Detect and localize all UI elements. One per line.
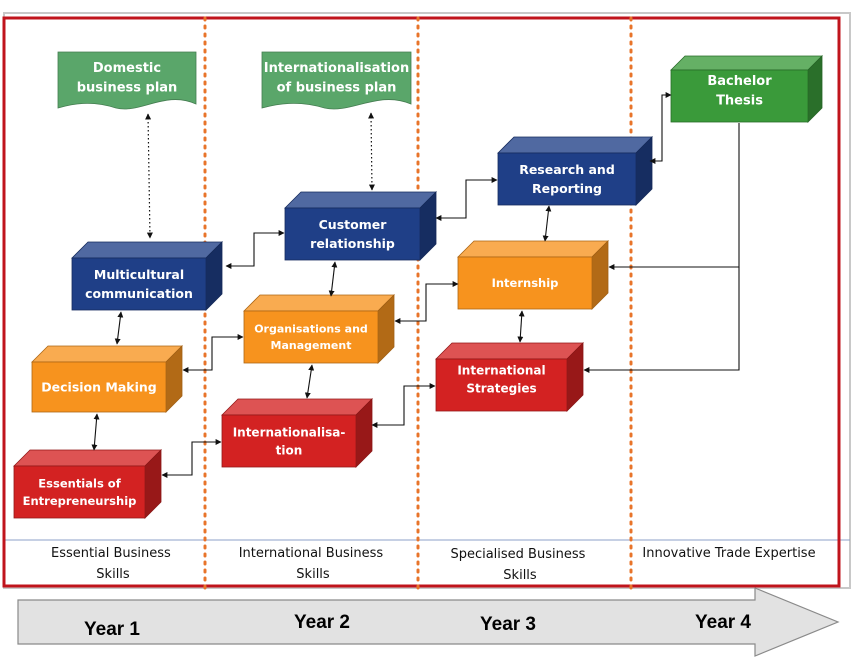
link-essentials-internationalisation: [161, 439, 222, 478]
column-dividers: [203, 16, 633, 590]
link-customer-research: [435, 177, 498, 221]
box-front-face: [71, 257, 207, 311]
box-top-face: [670, 55, 823, 71]
link-multicultural-customer: [225, 230, 285, 269]
link-decision-organisations: [182, 334, 244, 373]
year-1-label: Year 1: [84, 619, 140, 640]
connectors: [91, 92, 740, 478]
box-top-face: [71, 241, 223, 259]
box-front-face: [497, 152, 637, 206]
box-front-face: [221, 414, 357, 468]
box-front-face: [13, 465, 146, 519]
decision-making-label: Decision Making: [41, 380, 156, 395]
box-top-face: [435, 342, 584, 360]
red-frame: [2, 16, 841, 588]
year-timeline-arrow: [17, 587, 840, 657]
internship-label: Internship: [492, 276, 559, 290]
category-international-business-skills: International Business Skills: [239, 546, 388, 582]
box-top-face: [243, 294, 395, 312]
category-labels: Essential Business Skills International …: [51, 546, 816, 583]
box-top-face: [284, 191, 437, 209]
year-3-label: Year 3: [480, 614, 536, 635]
document-shape: [57, 51, 197, 110]
link-internship-strategies: [517, 310, 525, 343]
box-front-face: [670, 69, 809, 123]
category-specialised-business-skills: Specialised Business Skills: [450, 547, 589, 583]
link-thesis-strategies: [583, 267, 740, 373]
internship-box: Internship: [457, 240, 609, 310]
box-front-face: [435, 358, 568, 412]
category-innovative-trade-expertise: Innovative Trade Expertise: [642, 546, 815, 561]
box-front-face: [457, 256, 593, 310]
link-internationalisation-strategies: [371, 383, 436, 428]
link-organisations-internship: [394, 281, 459, 324]
document-shape: [261, 51, 412, 110]
year-4-label: Year 4: [695, 612, 751, 633]
box-top-face: [497, 136, 653, 154]
decision-making-box: Decision Making: [31, 345, 183, 413]
link-research-internship: [542, 205, 552, 242]
year-labels: Year 1 Year 2 Year 3 Year 4: [84, 612, 751, 640]
internationalisation-label: Internationalisa-tion: [233, 425, 346, 457]
box-front-face: [243, 310, 379, 364]
year-2-label: Year 2: [294, 612, 350, 633]
box-top-face: [31, 345, 183, 363]
box-top-face: [457, 240, 609, 258]
box-top-face: [13, 449, 162, 467]
internationalisation-box: Internationalisa-tion: [221, 398, 373, 468]
link-multicultural-decision: [114, 311, 124, 345]
link-customer-organisations: [328, 261, 338, 297]
link-organisations-internationalisation: [304, 364, 315, 399]
box-front-face: [284, 207, 421, 261]
box-front-face: [31, 361, 167, 413]
link-intl-plan-customer: [368, 112, 375, 191]
link-decision-essentials: [91, 413, 100, 451]
link-domestic-plan-multicultural: [145, 113, 153, 239]
box-top-face: [221, 398, 373, 416]
category-essential-business-skills: Essential Business Skills: [51, 546, 175, 582]
link-research-thesis: [649, 92, 672, 164]
